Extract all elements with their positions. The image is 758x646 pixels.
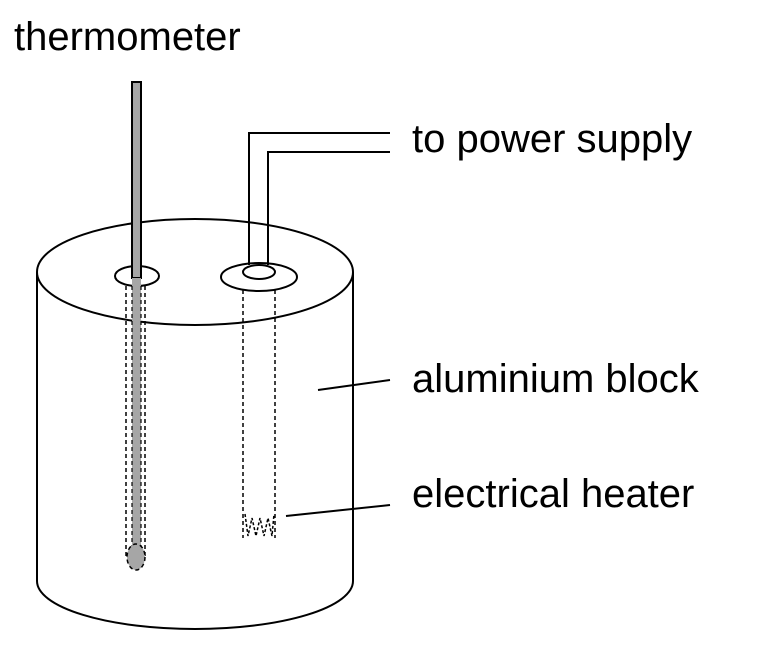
power-supply-wires	[248, 132, 390, 265]
electrical-heater-leader	[285, 504, 391, 517]
thermometer-stem-hidden	[132, 278, 141, 550]
power-supply-label: to power supply	[412, 117, 692, 161]
block-body	[37, 272, 353, 629]
thermometer-assembly	[114, 81, 160, 571]
wire-outer	[248, 132, 390, 265]
aluminium-block-leader	[317, 379, 391, 391]
aluminium-block	[36, 218, 354, 630]
block-top-face	[36, 218, 354, 326]
block-bottom-edge	[36, 580, 354, 630]
thermometer-bulb	[126, 543, 146, 571]
heater-tube-top	[242, 264, 276, 280]
heater-assembly	[220, 262, 298, 538]
thermometer-label: thermometer	[14, 15, 241, 59]
heater-coil	[244, 513, 275, 537]
electrical-heater-label: electrical heater	[412, 472, 694, 516]
aluminium-block-label: aluminium block	[412, 357, 700, 401]
wire-inner	[267, 151, 390, 265]
thermometer-stem	[131, 81, 142, 279]
